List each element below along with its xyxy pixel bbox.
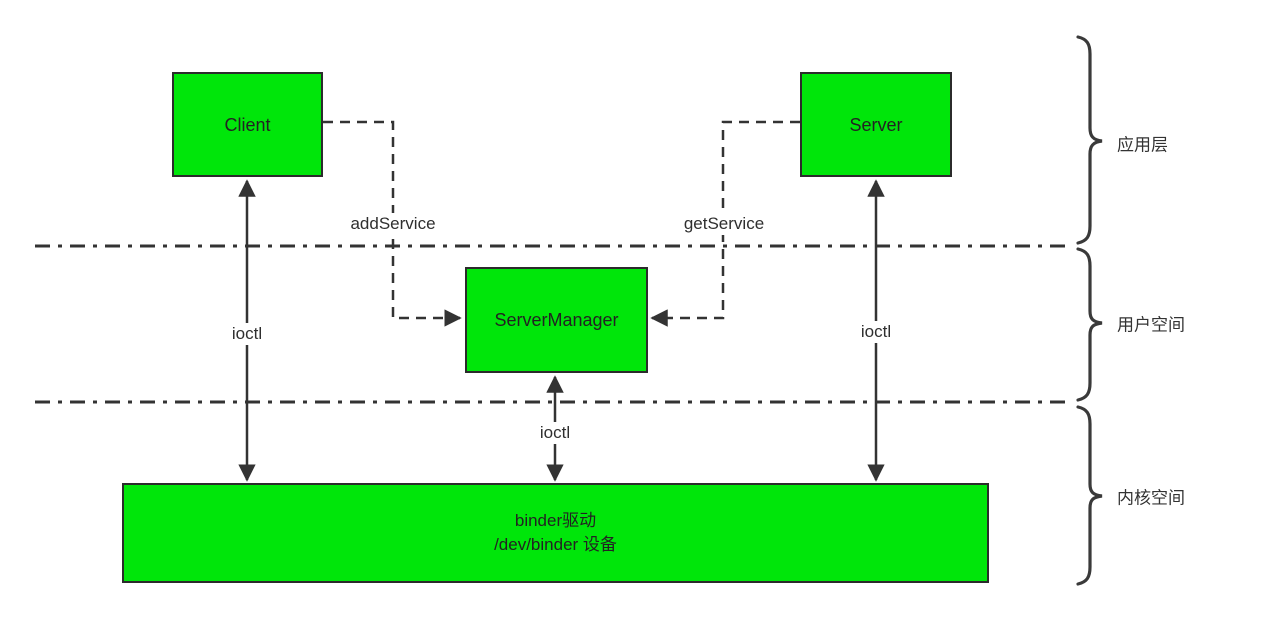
getservice-edge-label: getService	[678, 213, 770, 235]
client-node-label: Client	[224, 114, 271, 135]
brace-kernel-space	[1076, 405, 1103, 586]
servermanager-node: ServerManager	[465, 267, 648, 373]
binder-driver-node: binder驱动 /dev/binder 设备	[122, 483, 989, 583]
user-space-label: 用户空间	[1117, 315, 1185, 335]
brace-app-layer	[1076, 35, 1103, 245]
server-node-label: Server	[849, 114, 903, 135]
client-node: Client	[172, 72, 323, 177]
client-ioctl-label: ioctl	[226, 323, 268, 345]
kernel-space-label: 内核空间	[1117, 488, 1185, 508]
binder-driver-label-line2: /dev/binder 设备	[494, 535, 617, 554]
addservice-connector	[323, 120, 462, 327]
addservice-edge-label: addService	[345, 213, 441, 235]
app-layer-label: 应用层	[1117, 135, 1168, 155]
manager-ioctl-label: ioctl	[534, 422, 576, 444]
server-node: Server	[800, 72, 952, 177]
server-ioctl-label: ioctl	[855, 321, 897, 343]
binder-driver-label-line1: binder驱动	[514, 511, 597, 530]
servermanager-node-label: ServerManager	[494, 310, 619, 330]
brace-user-space	[1076, 247, 1103, 402]
